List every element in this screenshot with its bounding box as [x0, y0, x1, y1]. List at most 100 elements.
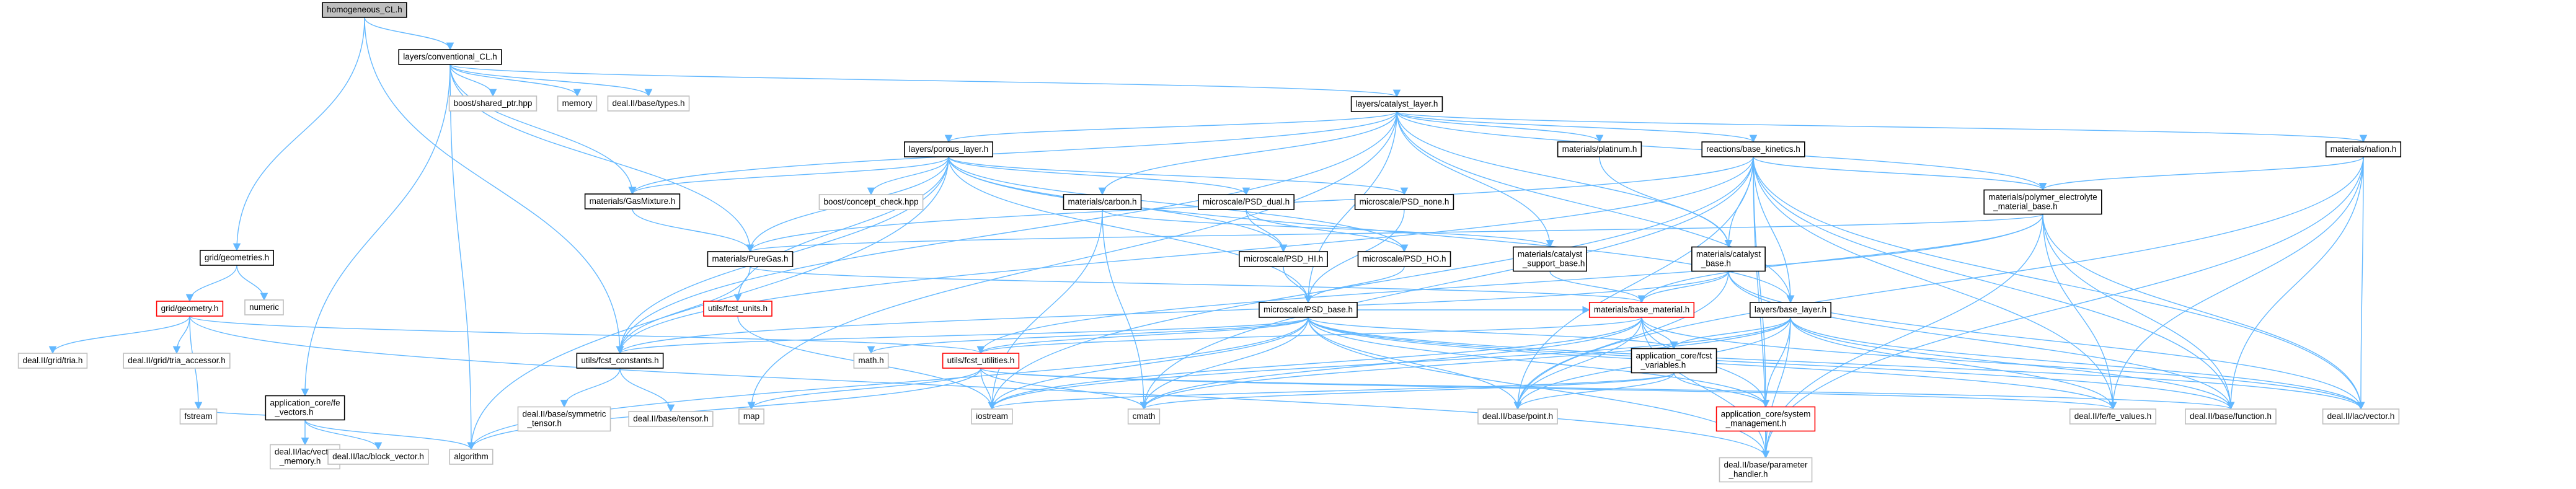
node-fcst-utilities[interactable]: utils/fcst_utilities.h	[942, 353, 1020, 369]
edge-catalyst-base-to-lac-vector	[1728, 271, 2365, 410]
node-catalyst-layer[interactable]: layers/catalyst_layer.h	[1350, 96, 1443, 112]
node-pure-gas[interactable]: materials/PureGas.h	[707, 251, 794, 267]
node-lac-vector: deal.II/lac/vector.h	[2322, 408, 2400, 425]
edge-psd-base-to-system-management	[1308, 317, 1770, 408]
node-label: math.h	[858, 356, 883, 365]
node-concept-check: boost/concept_check.hpp	[818, 194, 924, 210]
edge-catalyst-layer-to-base-layer	[1396, 111, 1795, 304]
edge-base-material-to-lac-vector	[1641, 317, 2365, 410]
node-label: deal.II/lac/vector	[275, 447, 336, 457]
node-label: materials/polymer_electrolyte	[1988, 193, 2097, 202]
edge-base-kinetics-to-function	[1753, 156, 2235, 410]
edge-psd-base-to-app-fcst-variables	[1308, 317, 1678, 350]
edge-app-fcst-variables-to-system-management	[1673, 372, 1770, 408]
node-label: layers/base_layer.h	[1755, 305, 1826, 314]
node-box	[942, 353, 1020, 369]
edge-app-fcst-variables-to-iostream	[988, 372, 1675, 410]
edge-porous-layer-to-psd-dual	[948, 156, 1250, 196]
edge-porous-layer-to-psd-base	[948, 156, 1312, 304]
edge-psd-base-to-fcst-utilities	[976, 317, 1309, 355]
node-box	[1354, 194, 1454, 210]
edge-base-layer-to-iostream	[988, 317, 1791, 410]
node-box	[2325, 141, 2402, 157]
edge-catalyst-layer-to-platinum	[1396, 111, 1604, 143]
edge-catalyst-layer-to-base-kinetics	[1396, 111, 1758, 143]
edge-gas-mixture-to-pure-gas	[632, 208, 755, 253]
node-psd-base[interactable]: microscale/PSD_base.h	[1259, 302, 1358, 318]
node-grid-geometry[interactable]: grid/geometry.h	[156, 301, 224, 317]
edge-base-layer-to-function	[1790, 317, 2235, 410]
node-box	[179, 408, 218, 425]
edge-catalyst-layer-to-psd-base	[1304, 111, 1397, 304]
node-psd-ho[interactable]: microscale/PSD_HO.h	[1357, 251, 1451, 267]
node-grid-geometries[interactable]: grid/geometries.h	[200, 250, 274, 266]
node-label: _tensor.h	[526, 419, 562, 428]
node-tria-accessor: deal.II/grid/tria_accessor.h	[123, 353, 231, 369]
node-box	[1127, 408, 1161, 425]
node-base-material[interactable]: materials/base_material.h	[1588, 302, 1695, 318]
edge-app-fe-vectors-to-block-vector	[304, 420, 383, 451]
node-box	[703, 301, 772, 317]
node-box	[1198, 194, 1295, 210]
node-platinum[interactable]: materials/platinum.h	[1557, 141, 1642, 157]
node-label: microscale/PSD_none.h	[1360, 197, 1450, 206]
node-nafion[interactable]: materials/nafion.h	[2325, 141, 2402, 157]
edge-catalyst-layer-to-map	[747, 111, 1397, 410]
node-label: microscale/PSD_dual.h	[1203, 197, 1290, 206]
node-base-layer[interactable]: layers/base_layer.h	[1750, 302, 1831, 318]
node-box	[1063, 194, 1142, 210]
edge-porous-layer-to-gas-mixture	[628, 156, 949, 195]
node-psd-none[interactable]: microscale/PSD_none.h	[1354, 194, 1454, 210]
edge-conv-to-app-fe-vectors	[301, 64, 451, 397]
node-psd-dual[interactable]: microscale/PSD_dual.h	[1198, 194, 1295, 210]
node-label: materials/carbon.h	[1068, 197, 1136, 206]
node-fcst-constants[interactable]: utils/fcst_constants.h	[576, 353, 664, 369]
node-root[interactable]: homogeneous_CL.h	[322, 2, 407, 18]
node-label: materials/GasMixture.h	[590, 196, 676, 206]
edge-base-layer-to-lac-vector	[1790, 317, 2365, 410]
node-label: reactions/base_kinetics.h	[1706, 144, 1800, 154]
edge-polymer-electrolyte-to-lac-vector	[2042, 214, 2365, 410]
node-gas-mixture[interactable]: materials/GasMixture.h	[584, 193, 681, 209]
node-label: fstream	[184, 412, 212, 421]
node-base-kinetics[interactable]: reactions/base_kinetics.h	[1701, 141, 1805, 157]
node-label: _material_base.h	[1993, 202, 2058, 211]
node-math: math.h	[853, 353, 889, 369]
edge-polymer-electrolyte-to-function	[2042, 214, 2235, 410]
edge-psd-base-to-function	[1308, 317, 2235, 410]
node-label: map	[743, 412, 759, 421]
node-cmath: cmath	[1127, 408, 1161, 425]
node-algorithm: algorithm	[449, 449, 494, 465]
node-label: deal.II/base/tensor.h	[633, 414, 709, 423]
node-label: deal.II/base/point.h	[1482, 412, 1553, 421]
node-carbon[interactable]: materials/carbon.h	[1063, 194, 1142, 210]
node-label: materials/catalyst	[1518, 250, 1583, 259]
node-box	[557, 95, 598, 112]
node-label: homogeneous_CL.h	[327, 5, 402, 14]
node-box	[1750, 302, 1831, 318]
edge-base-layer-to-cmath	[1140, 317, 1791, 410]
node-box	[156, 301, 224, 317]
node-psd-hi[interactable]: microscale/PSD_HI.h	[1239, 251, 1328, 267]
node-system-management[interactable]: application_core/system_management.h	[1715, 406, 1816, 432]
edge-carbon-to-cmath	[1102, 209, 1148, 410]
node-box	[738, 408, 764, 425]
node-catalyst-base[interactable]: materials/catalyst_base.h	[1691, 246, 1766, 272]
node-fe-values: deal.II/fe/fe_values.h	[2069, 408, 2157, 425]
node-label: _vectors.h	[274, 408, 313, 417]
node-box	[1357, 251, 1451, 267]
edge-base-material-to-iostream	[988, 317, 1642, 410]
node-polymer-electrolyte[interactable]: materials/polymer_electrolyte_material_b…	[1983, 189, 2102, 215]
edge-psd-dual-to-psd-hi	[1246, 209, 1288, 253]
node-conv[interactable]: layers/conventional_CL.h	[398, 49, 502, 65]
node-porous-layer[interactable]: layers/porous_layer.h	[904, 141, 993, 157]
node-catalyst-support-base[interactable]: materials/catalyst_support_base.h	[1513, 246, 1587, 272]
node-utils-fcst-units[interactable]: utils/fcst_units.h	[703, 301, 772, 317]
edge-grid-geometry-to-parameter-handler	[189, 315, 1770, 459]
edge-psd-dual-to-psd-ho	[1246, 209, 1409, 253]
node-app-fcst-variables[interactable]: application_core/fcst_variables.h	[1631, 348, 1717, 374]
node-app-fe-vectors[interactable]: application_core/fe_vectors.h	[265, 395, 345, 421]
node-box	[576, 353, 664, 369]
node-label: deal.II/base/types.h	[612, 99, 684, 108]
node-label: _base.h	[1701, 259, 1731, 268]
